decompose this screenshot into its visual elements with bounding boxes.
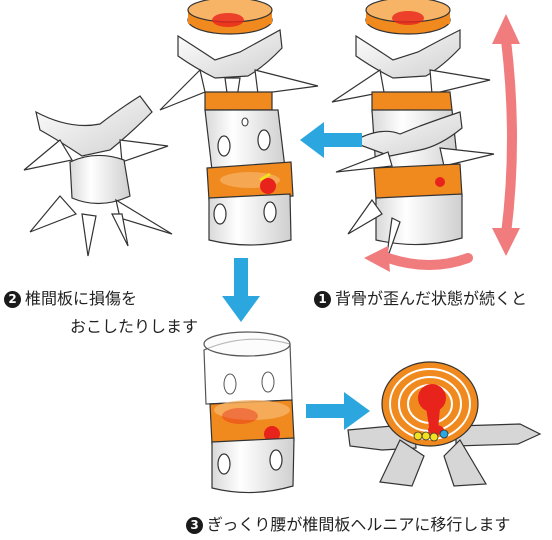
vertebra-stack-herniated: [203, 331, 295, 494]
step-1-number: 1: [314, 291, 331, 308]
vertebra-stack-injured: [159, 0, 319, 246]
step-2-text-line2: おこしたりします: [70, 317, 199, 336]
step-1-text: 背骨が歪んだ状態が続くと: [335, 289, 528, 308]
step-2-text-line1: 椎間板に損傷を: [25, 289, 138, 308]
flow-arrow-right: [306, 392, 370, 430]
vertical-motion-arrow: [492, 14, 520, 256]
flow-arrow-left: [300, 122, 362, 158]
disc-cross-section: [347, 361, 542, 487]
step-3-text: ぎっくり腰が椎間板ヘルニアに移行します: [207, 515, 511, 534]
step-2-caption-line2: おこしたりします: [70, 316, 198, 338]
step-3-number: 3: [186, 517, 203, 534]
step-2-number: 2: [4, 291, 21, 308]
twist-motion-arrow: [364, 246, 473, 272]
flow-arrow-down: [222, 258, 260, 322]
vertebra-stack-twisted: [331, 0, 495, 263]
single-vertebra: [23, 95, 173, 257]
